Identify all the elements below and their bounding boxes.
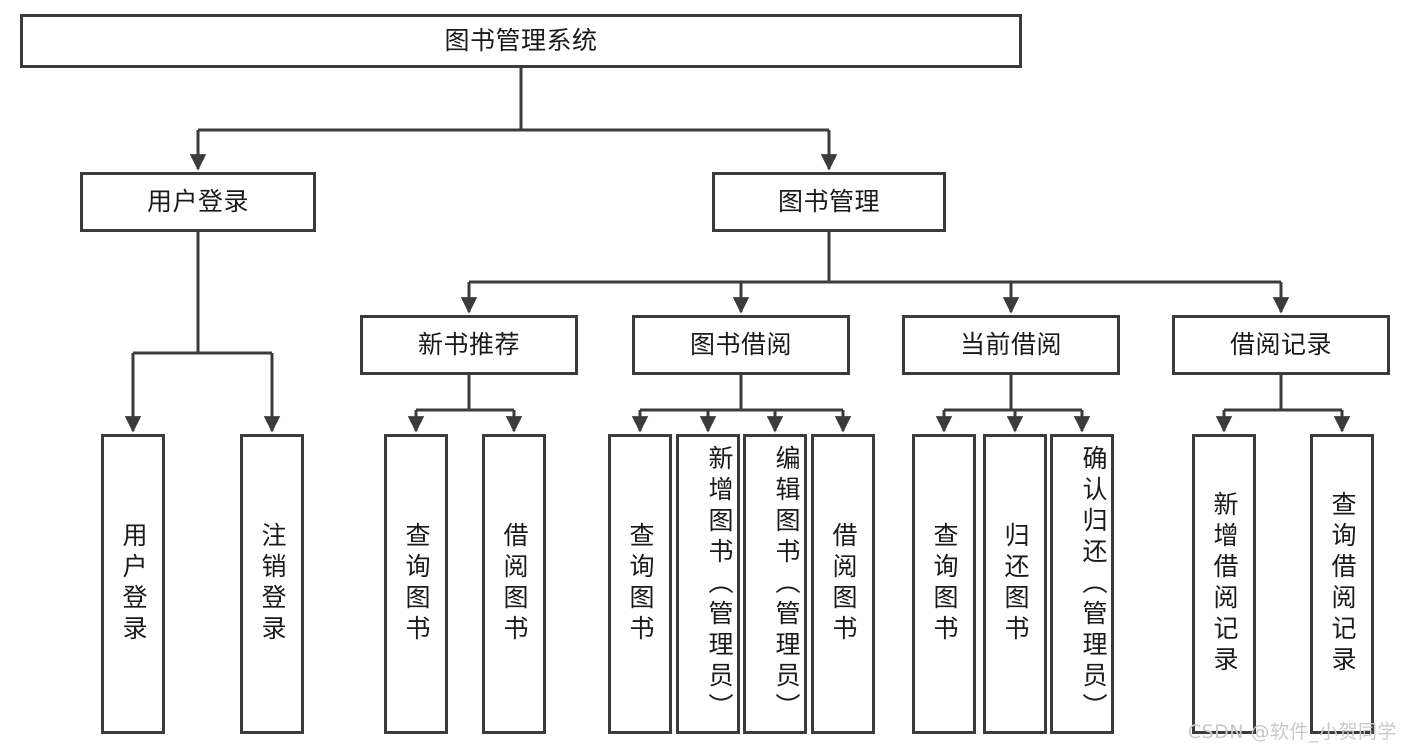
node-leaf-edit-book[interactable]: 编辑图书（管理员） <box>743 434 807 734</box>
node-borrow-record[interactable]: 借阅记录 <box>1172 315 1390 375</box>
node-label: 查询借阅记录 <box>1328 491 1357 677</box>
node-leaf-borrow-book-1[interactable]: 借阅图书 <box>482 434 546 734</box>
node-label: 查询图书 <box>626 522 655 646</box>
node-user-login[interactable]: 用户登录 <box>80 172 316 232</box>
node-leaf-logout[interactable]: 注销登录 <box>240 434 304 734</box>
node-label: 借阅图书 <box>829 522 858 646</box>
node-book-manage[interactable]: 图书管理 <box>712 172 946 232</box>
node-label: 新书推荐 <box>417 330 520 359</box>
node-leaf-query-book-3[interactable]: 查询图书 <box>912 434 976 734</box>
node-label: 图书借阅 <box>689 330 792 359</box>
node-label: 借阅记录 <box>1229 330 1332 359</box>
node-label: 用户登录 <box>119 522 148 646</box>
node-label: 注销登录 <box>258 522 287 646</box>
node-leaf-add-record[interactable]: 新增借阅记录 <box>1192 434 1256 734</box>
node-current-borrow[interactable]: 当前借阅 <box>902 315 1120 375</box>
watermark-label: CSDN @软件_小贺同学 <box>1187 721 1397 743</box>
node-label: 编辑图书（管理员） <box>772 444 801 724</box>
node-label: 归还图书 <box>1001 522 1030 646</box>
node-leaf-confirm-return[interactable]: 确认归还（管理员） <box>1050 434 1114 734</box>
node-book-borrow[interactable]: 图书借阅 <box>632 315 850 375</box>
node-label: 新增图书（管理员） <box>705 444 734 724</box>
node-leaf-borrow-book-2[interactable]: 借阅图书 <box>811 434 875 734</box>
node-new-book-rec[interactable]: 新书推荐 <box>360 315 578 375</box>
node-label: 查询图书 <box>930 522 959 646</box>
node-label: 图书管理 <box>777 187 880 216</box>
node-leaf-add-book[interactable]: 新增图书（管理员） <box>676 434 740 734</box>
node-leaf-user-login[interactable]: 用户登录 <box>101 434 165 734</box>
node-leaf-query-book-1[interactable]: 查询图书 <box>384 434 448 734</box>
node-leaf-query-book-2[interactable]: 查询图书 <box>608 434 672 734</box>
node-label: 图书管理系统 <box>444 26 598 55</box>
node-label: 确认归还（管理员） <box>1079 444 1108 724</box>
node-leaf-return-book[interactable]: 归还图书 <box>983 434 1047 734</box>
node-label: 查询图书 <box>402 522 431 646</box>
node-label: 当前借阅 <box>959 330 1062 359</box>
node-root[interactable]: 图书管理系统 <box>20 14 1022 68</box>
node-label: 新增借阅记录 <box>1210 491 1239 677</box>
node-label: 借阅图书 <box>500 522 529 646</box>
node-label: 用户登录 <box>146 187 249 216</box>
node-leaf-query-record[interactable]: 查询借阅记录 <box>1310 434 1374 734</box>
